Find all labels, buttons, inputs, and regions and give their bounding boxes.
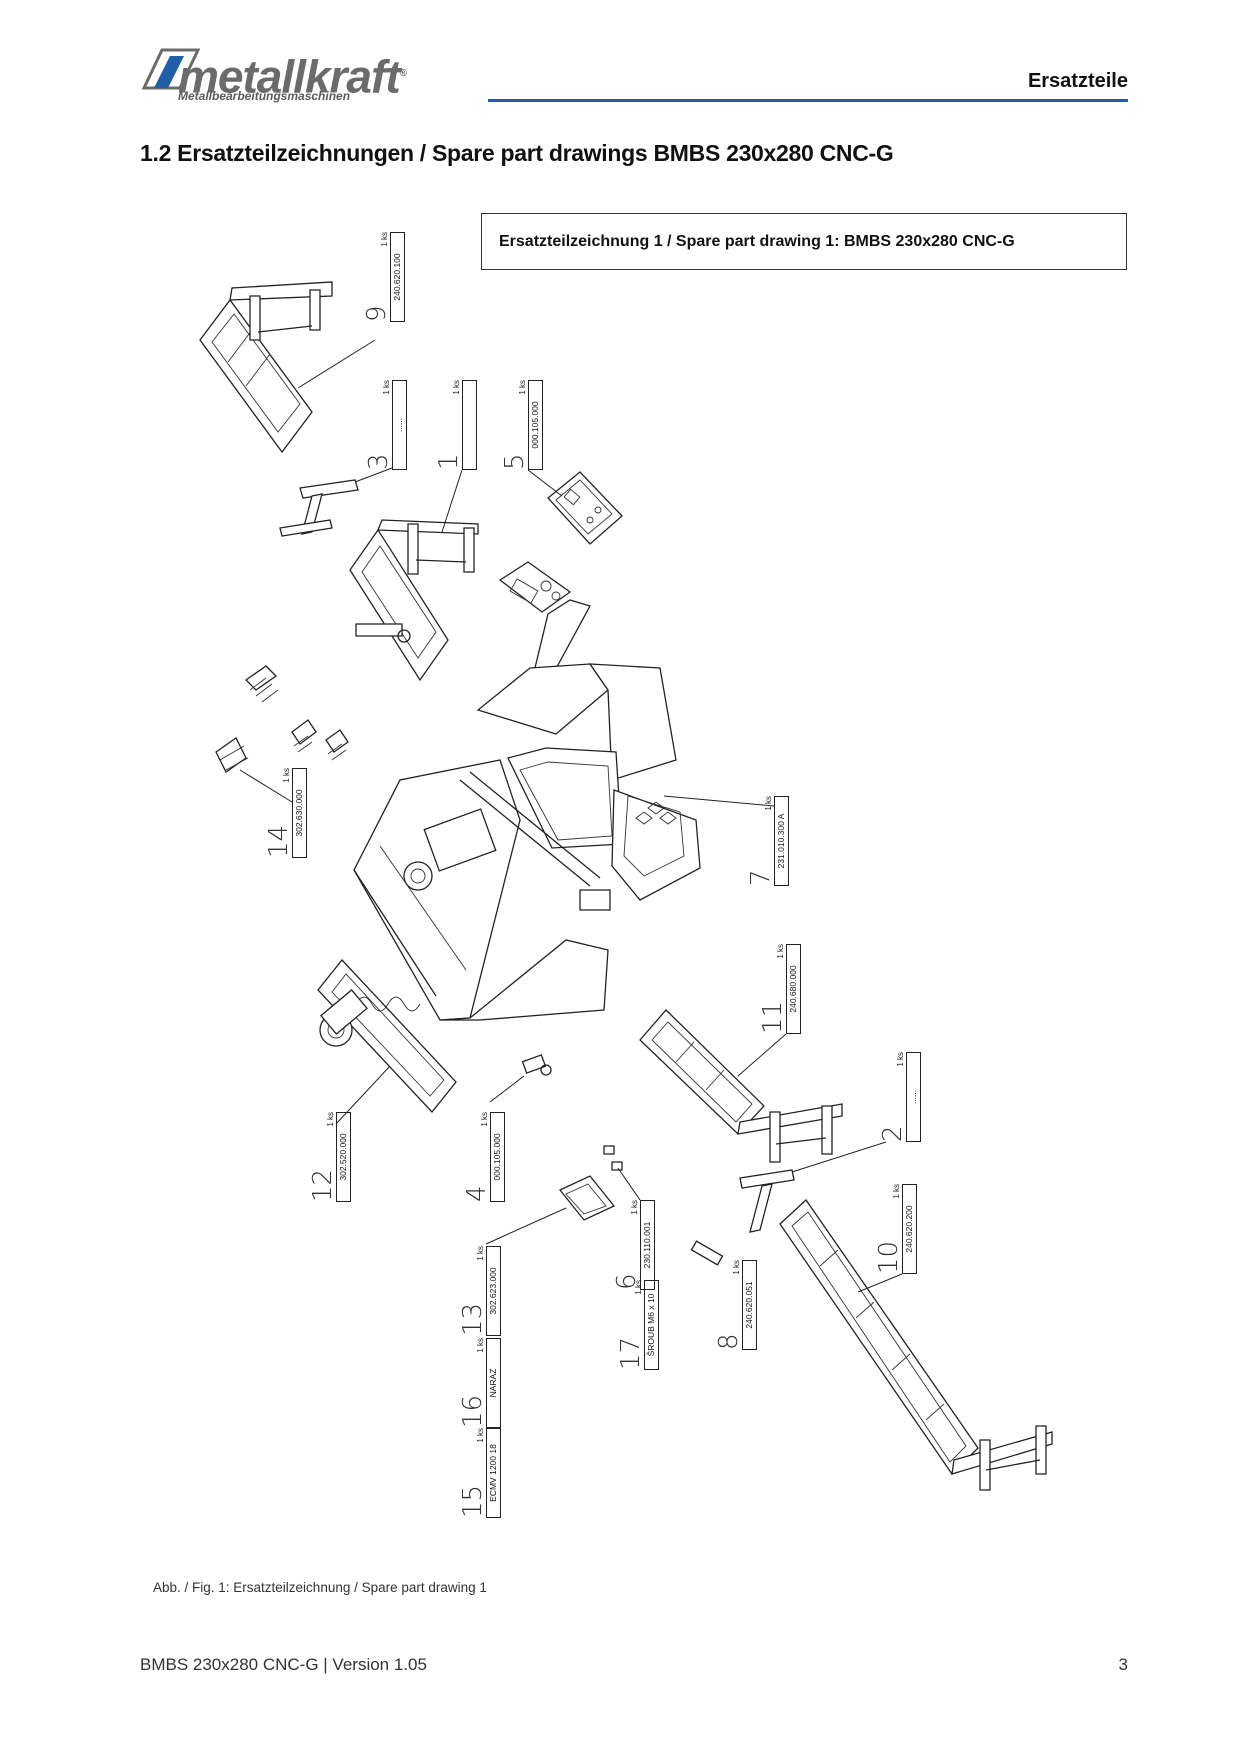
callout-16: 16 1 ks NARAZ [458,1338,502,1428]
callout-4: 4 1 ks 000.105.000 [462,1112,506,1202]
brand-logo: metallkraft® Metallbearbeitungsmaschinen [140,44,470,106]
callout-12: 12 1 ks 302.520.000 [308,1112,352,1202]
part-5-control-panel [528,470,622,544]
drawing-caption-text: Ersatzteilzeichnung 1 / Spare part drawi… [499,233,1015,250]
brand-wordmark: metallkraft® [178,50,407,103]
callout-1: 1 1 ks [434,380,478,470]
callout-7: 7 1 ks 231.010.300 A [746,796,790,886]
page-heading: 1.2 Ersatzteilzeichnungen / Spare part d… [140,140,894,166]
main-machine-body [354,664,774,1020]
callout-17: 17 1 ks ŠROUB M6 x 10 [616,1280,660,1370]
part-12-chip-conveyor [318,960,456,1124]
callout-9: 9 1 ks 240.620.100 [362,232,406,322]
header-rule [488,99,1128,102]
figure-caption: Abb. / Fig. 1: Ersatzteilzeichnung / Spa… [153,1580,487,1595]
callout-10: 10 1 ks 240.620.200 [874,1184,918,1274]
part-3-support-arm [280,468,392,536]
part-1-roller-table [350,470,478,680]
drawing-caption-box: Ersatzteilzeichnung 1 / Spare part drawi… [481,213,1127,270]
brand-tagline: Metallbearbeitungsmaschinen [178,89,351,103]
callout-14: 14 1 ks 302.630.000 [264,768,308,858]
callout-15: 15 1 ks ECMV 1200 18 [458,1428,502,1518]
part-2-support-arm [740,1142,886,1232]
callout-2: 2 1 ks ...... [878,1052,922,1142]
operator-console [500,562,590,676]
part-4-component [490,1055,551,1102]
part-13-electrical-box [486,1146,640,1244]
footer-page-number: 3 [1118,1655,1128,1674]
callout-3: 3 1 ks ...... [364,380,408,470]
part-8-pin [692,1241,723,1265]
callout-8: 8 1 ks 240.620.051 [714,1260,758,1350]
part-9-roller-table [200,282,375,452]
section-label: Ersatzteile [1027,70,1128,92]
callout-6: 6 1 ks 230.110.001 [612,1200,656,1290]
callout-11: 11 1 ks 240.680.000 [758,944,802,1034]
footer-document-version: BMBS 230x280 CNC-G | Version 1.05 [140,1655,427,1674]
part-11-roller-table [640,1010,842,1162]
logo-mark-icon [141,48,200,90]
callout-5: 5 1 ks 000.105.000 [500,380,544,470]
part-14-vise-parts [216,666,348,802]
callout-13: 13 1 ks 302.623.000 [458,1246,502,1336]
part-10-roller-table [780,1200,1052,1490]
